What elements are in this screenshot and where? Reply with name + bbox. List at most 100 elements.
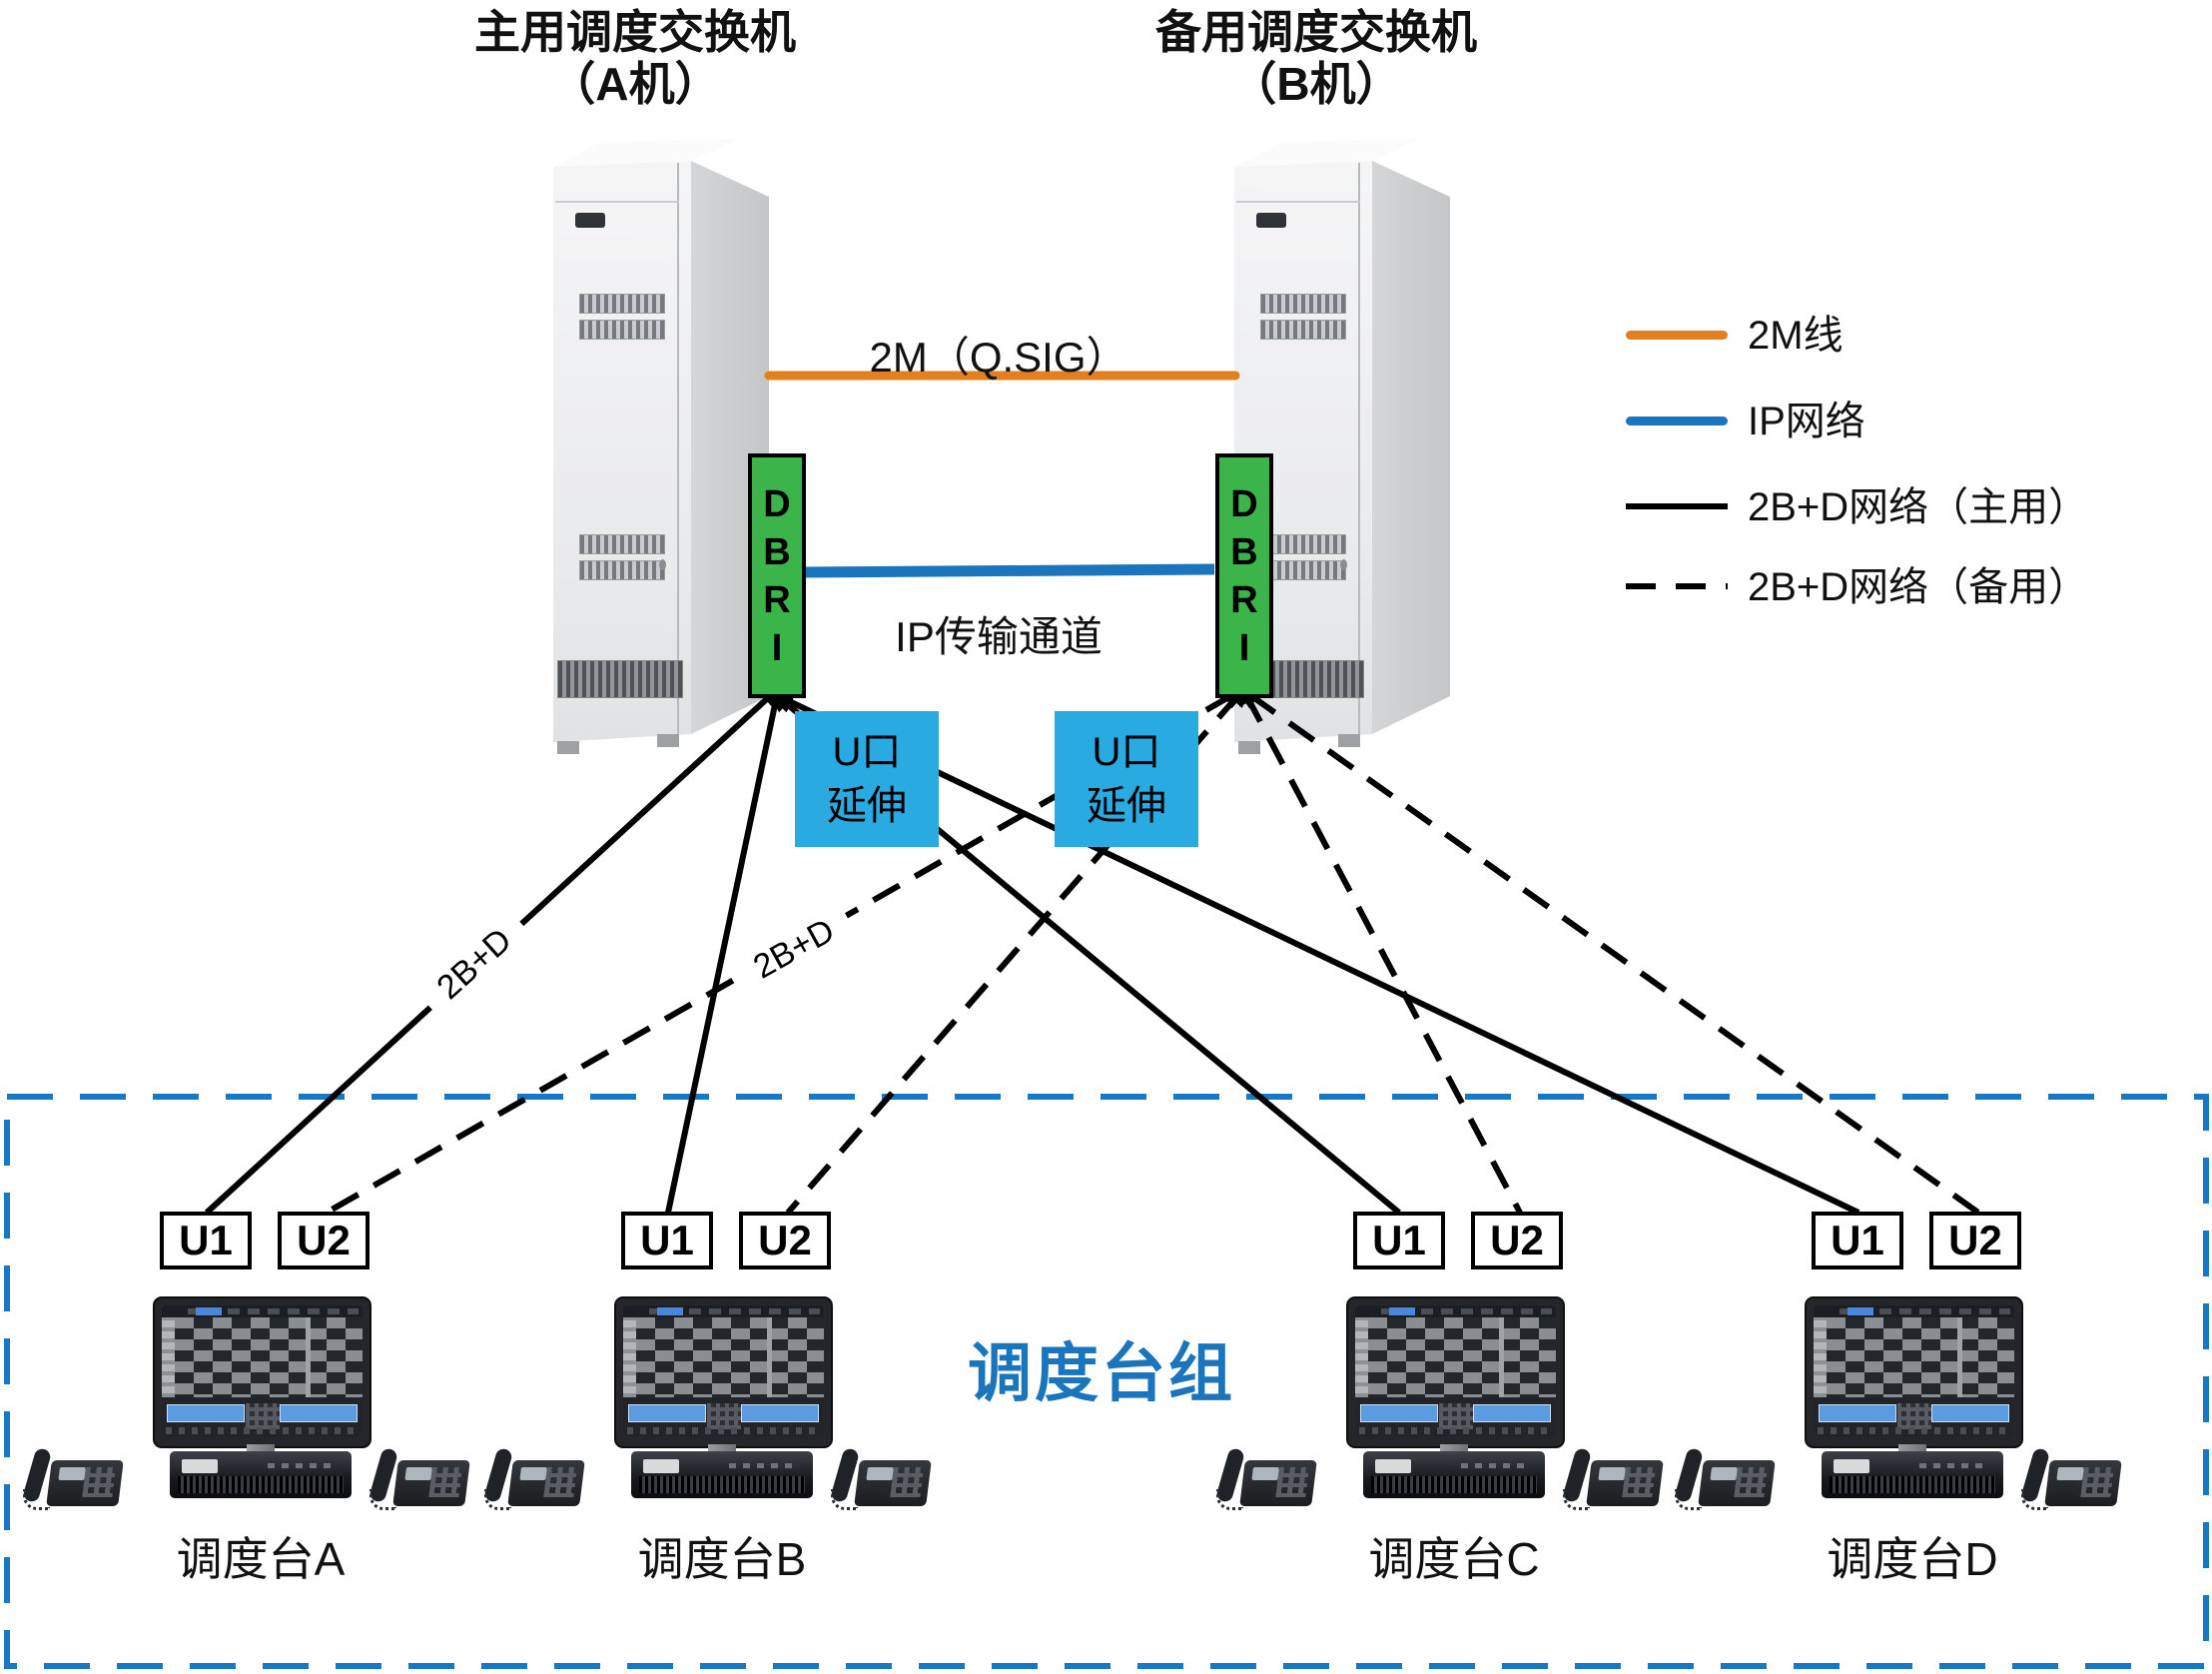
screen-bottom-panel <box>1355 1397 1556 1437</box>
host-grille <box>178 1476 344 1493</box>
phone-keypad <box>1275 1467 1309 1497</box>
host-indicator-lights <box>268 1463 338 1468</box>
cabinet-vent-grille <box>1260 294 1346 342</box>
port-box-u2: U2 <box>1929 1212 2021 1269</box>
screen-call-bar <box>741 1404 819 1422</box>
extender-text: 延伸 <box>827 784 907 828</box>
port-box-u2: U2 <box>1471 1212 1563 1269</box>
screen-side-list <box>1355 1317 1368 1397</box>
screen-panel-divider <box>1957 1317 1962 1397</box>
u-port-extender-left: U口 延伸 <box>795 711 939 847</box>
screen-call-bar <box>280 1404 358 1422</box>
primary-switch-cabinet <box>539 105 771 764</box>
dbri-letter: B <box>763 530 791 573</box>
cabinet-vent-grille <box>579 294 665 342</box>
phone-cord <box>484 1489 511 1510</box>
console-name-label: 调度台B <box>637 1533 807 1585</box>
screen-button-grid <box>1827 1317 2014 1397</box>
console-name-label: 调度台A <box>176 1533 346 1585</box>
phone-cord <box>1675 1489 1702 1510</box>
port-box-u1: U1 <box>621 1212 713 1269</box>
dbri-letter: D <box>1230 482 1258 525</box>
host-grille <box>1830 1476 1995 1493</box>
primary-title-line2: （A机） <box>549 58 721 110</box>
screen-call-bar <box>1931 1404 2009 1422</box>
dispatch-screen <box>1355 1305 1556 1437</box>
phone-keypad <box>428 1467 462 1497</box>
legend-2m-label: 2M线 <box>1748 314 1843 358</box>
cabinet-base-grille <box>557 660 683 698</box>
phone-body <box>46 1460 124 1506</box>
backup-line-to-console-c-u2 <box>1234 673 1523 1215</box>
console-group-label: 调度台组 <box>968 1337 1235 1409</box>
host-grille <box>639 1476 805 1493</box>
screen-panel-divider <box>306 1317 311 1397</box>
phone-keypad <box>890 1467 924 1497</box>
host-grille <box>1371 1476 1537 1493</box>
port-box-u1: U1 <box>1353 1212 1445 1269</box>
host-logo-icon <box>182 1459 218 1473</box>
phone-cord <box>831 1489 858 1510</box>
phone-screen <box>1598 1467 1626 1480</box>
console-monitor <box>1805 1296 2023 1448</box>
screen-icon-row <box>627 1427 820 1434</box>
screen-control-cluster <box>1896 1403 1931 1429</box>
backup-line-to-console-d-u2 <box>1230 681 1980 1216</box>
phone-cord <box>1563 1489 1590 1510</box>
cabinet-door-seam <box>1358 163 1360 734</box>
console-b: U1 U2 <box>482 1212 932 1585</box>
extender-text: 延伸 <box>1087 784 1166 828</box>
screen-menu-bar <box>623 1305 824 1317</box>
ip-channel-label: IP传输通道 <box>895 613 1103 660</box>
screen-active-tab <box>1847 1307 1873 1315</box>
screen-active-tab <box>1389 1307 1415 1315</box>
phone-keypad <box>2080 1467 2114 1497</box>
host-logo-icon <box>643 1459 679 1473</box>
screen-call-bar <box>1819 1404 1896 1422</box>
backup-cabinet-title: 备用调度交换机 （B机） <box>1091 6 1542 110</box>
phone-keypad <box>1622 1467 1656 1497</box>
screen-call-bar <box>628 1404 706 1422</box>
desk-phone-right <box>829 1446 932 1510</box>
console-d: U1 U2 <box>1673 1212 2122 1585</box>
dbri-letter: I <box>1238 626 1250 669</box>
screen-bottom-panel <box>623 1397 824 1437</box>
cabinet-top-seam <box>555 201 679 203</box>
cabinet-foot <box>557 741 579 754</box>
vendor-logo-icon <box>575 213 605 228</box>
port-box-u1: U1 <box>160 1212 252 1269</box>
dbri-letter: B <box>1230 530 1258 573</box>
primary-line-to-console-b-u1 <box>665 671 787 1214</box>
backup-line-to-console-a-u2 <box>325 683 1253 1216</box>
extender-text: U口 <box>832 730 902 774</box>
console-host-unit <box>1363 1451 1545 1498</box>
cabinet-handle <box>659 559 666 570</box>
legend-2m-line-swatch <box>1626 331 1728 340</box>
console-a: U1 U2 <box>21 1212 470 1585</box>
backup-switch-cabinet <box>1220 105 1452 764</box>
console-c: U1 U2 <box>1214 1212 1664 1585</box>
phone-screen <box>519 1467 547 1480</box>
console-group-border <box>4 1094 2209 1669</box>
phone-body <box>1239 1460 1317 1506</box>
screen-icon-row <box>166 1427 359 1434</box>
phone-screen <box>1251 1467 1279 1480</box>
cabinet-foot <box>1338 734 1360 747</box>
port-box-u1: U1 <box>1812 1212 1903 1269</box>
phone-body <box>2044 1460 2122 1506</box>
screen-menu-bar <box>1355 1305 1556 1317</box>
port-box-u2: U2 <box>739 1212 831 1269</box>
screen-panel-divider <box>767 1317 772 1397</box>
host-logo-icon <box>1834 1459 1869 1473</box>
screen-button-grid <box>1368 1317 1556 1397</box>
vendor-logo-icon <box>1256 213 1286 228</box>
screen-icon-row <box>1359 1427 1552 1434</box>
cabinet-foot <box>1238 741 1260 754</box>
phone-keypad <box>82 1467 116 1497</box>
console-host-unit <box>1822 1451 2003 1498</box>
screen-bottom-panel <box>162 1397 363 1437</box>
console-host-unit <box>631 1451 813 1498</box>
host-indicator-lights <box>729 1463 799 1468</box>
screen-bottom-panel <box>1814 1397 2014 1437</box>
screen-menu-bar <box>162 1305 363 1317</box>
